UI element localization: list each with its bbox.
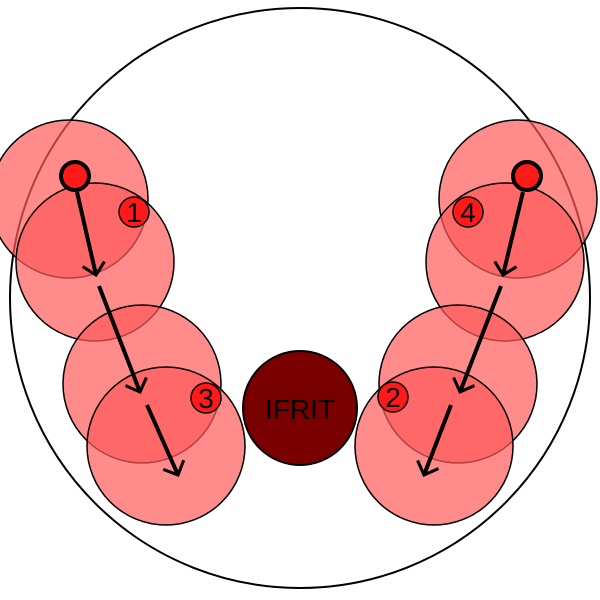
path-arrow-right-2 — [452, 285, 503, 395]
boss-ifrit — [242, 350, 358, 466]
step-badge-3 — [190, 382, 222, 414]
step-badge-4 — [452, 196, 484, 228]
step-badge-2 — [377, 381, 409, 413]
step-label-1: 1 — [126, 197, 142, 228]
path-arrow-left-1 — [75, 191, 106, 278]
boss-label: IFRIT — [265, 394, 335, 425]
path-arrow-left-2 — [97, 285, 148, 395]
start-marker-right — [511, 160, 543, 192]
step-badge-1 — [118, 196, 150, 228]
path-arrow-right-1 — [493, 191, 525, 278]
step-label-3: 3 — [198, 383, 214, 414]
path-arrow-right-3 — [416, 404, 453, 478]
start-marker-left — [59, 160, 91, 192]
path-arrow-left-3 — [145, 404, 186, 477]
step-label-4: 4 — [460, 197, 476, 228]
step-label-2: 2 — [385, 382, 401, 413]
